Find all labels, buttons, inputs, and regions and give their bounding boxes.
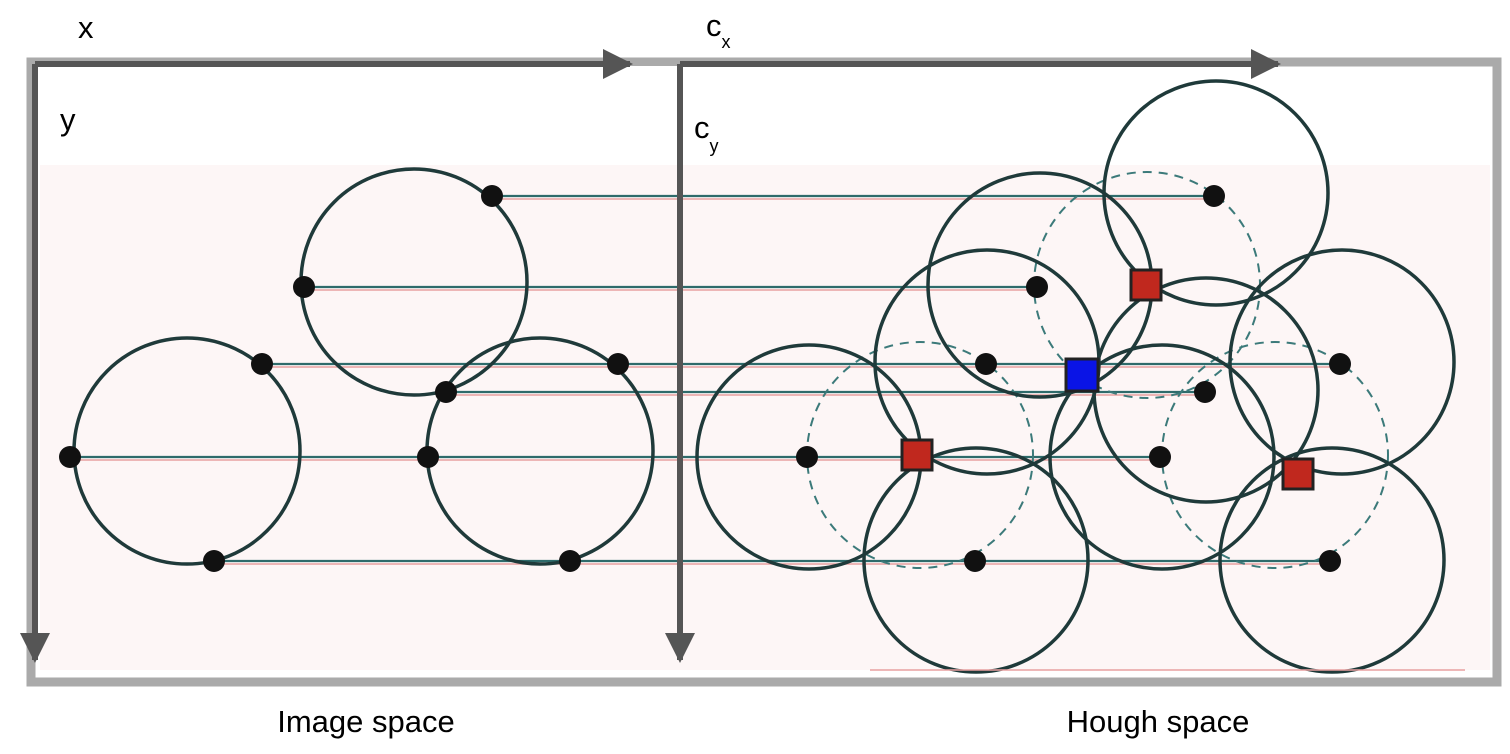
background-wash — [40, 165, 1490, 670]
image-edge-point — [559, 550, 581, 572]
hough-cx-axis-label: cx — [706, 8, 731, 52]
image-edge-point — [481, 185, 503, 207]
caption-image-space: Image space — [277, 704, 455, 739]
image-edge-point — [251, 353, 273, 375]
image-edge-point — [59, 446, 81, 468]
accumulator-candidate-marker — [1281, 457, 1315, 491]
image-edge-point — [435, 381, 457, 403]
hough-axes — [665, 49, 1281, 663]
image-axes — [20, 49, 633, 663]
hough-centres — [796, 185, 1351, 572]
image-y-axis-label: y — [60, 102, 76, 137]
accumulator-peak-marker — [1064, 357, 1100, 393]
hough-cx-base: c — [706, 8, 722, 43]
image-edge-point — [417, 446, 439, 468]
accumulator-candidate-marker — [1129, 268, 1163, 302]
hough-cy-axis-label: cy — [694, 110, 719, 156]
hough-cx-sub: x — [722, 32, 731, 52]
caption-hough-space: Hough space — [1067, 704, 1250, 739]
hough-voting-circles — [695, 79, 1456, 674]
hough-cy-sub: y — [710, 136, 719, 156]
image-x-axis-label: x — [78, 10, 94, 45]
accumulator-candidate-marker — [900, 438, 934, 472]
image-space-points — [59, 185, 629, 572]
image-edge-point — [293, 276, 315, 298]
image-edge-point — [607, 353, 629, 375]
image-edge-point — [203, 550, 225, 572]
hough-cy-base: c — [694, 110, 710, 145]
